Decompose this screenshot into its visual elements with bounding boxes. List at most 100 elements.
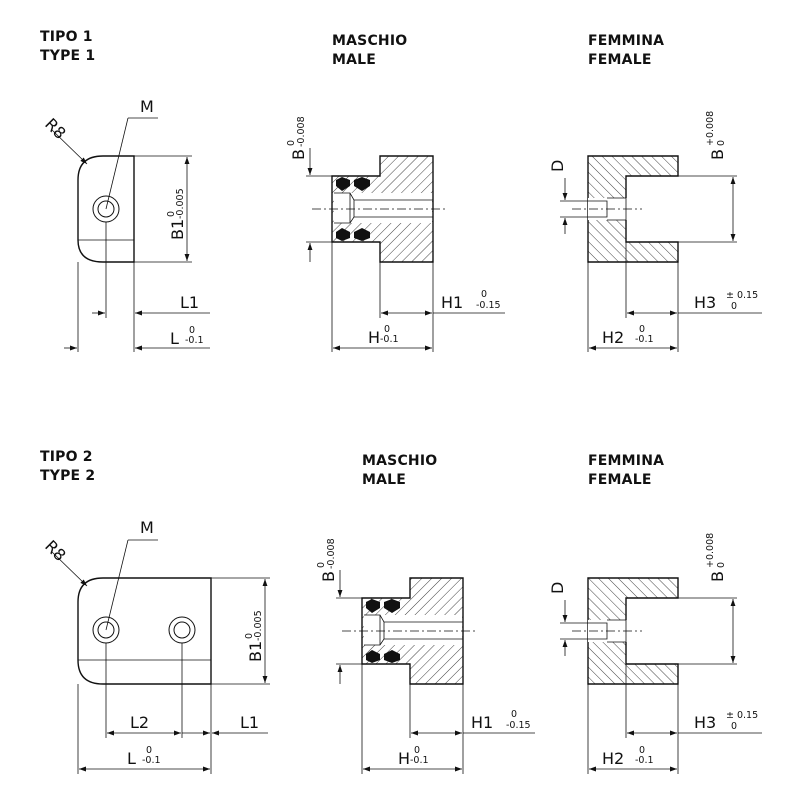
type2-b1-tol-lower: -0.005 xyxy=(253,610,264,641)
type2-male-seal-2 xyxy=(384,599,400,613)
type1-b1-tol-lower: -0.005 xyxy=(175,188,186,219)
type2-l1-label: L1 xyxy=(240,713,259,732)
type2-h-label: H xyxy=(398,749,410,768)
type1-m-leader xyxy=(105,117,129,210)
type2-bf-tol-lower: 0 xyxy=(716,562,727,568)
type2-b-tol-upper: 0 xyxy=(316,562,327,568)
type2-l-tol-lower: -0.1 xyxy=(142,755,161,766)
type1-h3-tol-lower: 0 xyxy=(731,301,737,312)
type1-h1-tol-lower: -0.15 xyxy=(476,300,501,311)
type1-h-label: H xyxy=(368,328,380,347)
type2-male-counterbore xyxy=(364,614,385,646)
type1-l-tol-lower: -0.1 xyxy=(185,335,204,346)
type1-tipo-label: TIPO 1 xyxy=(40,29,93,45)
type1-h-tol-lower: -0.1 xyxy=(380,334,399,345)
type1-bf-label: B xyxy=(708,149,727,160)
type2-h1-tol-upper: 0 xyxy=(511,709,517,720)
type2-h2-label: H2 xyxy=(602,749,624,768)
type2-m-label: M xyxy=(140,518,154,537)
type2-hole1-inner xyxy=(97,621,115,639)
type2-male-seal-3 xyxy=(366,650,380,663)
type1-l1-label: L1 xyxy=(180,293,199,312)
type2-l2-label: L2 xyxy=(130,713,149,732)
type2-hole2-inner xyxy=(173,621,191,639)
type2-header: TIPO 2 TYPE 2 xyxy=(40,448,95,486)
type1-male-seal-3 xyxy=(336,228,350,241)
type2-b1-tol-upper: 0 xyxy=(244,633,255,639)
type1-h-tol-upper: 0 xyxy=(384,324,390,335)
type1-male-bore xyxy=(334,193,432,223)
type2-male-seal-4 xyxy=(384,650,400,663)
type1-female-header: FEMMINA FEMALE xyxy=(588,32,664,70)
type2-h3-tol-upper: ± 0.15 xyxy=(726,710,758,721)
type1-d-label: D xyxy=(548,160,567,172)
type2-hole2-outer xyxy=(168,616,196,644)
type1-male-seal-2 xyxy=(354,177,370,191)
type2-h-tol-lower: -0.1 xyxy=(410,755,429,766)
type2-female-label: FEMALE xyxy=(588,472,652,488)
type1-male-seal-4 xyxy=(354,228,370,241)
type2-d-label: D xyxy=(548,582,567,594)
type2-male-bore xyxy=(364,615,462,645)
type2-femmina-label: FEMMINA xyxy=(588,453,665,469)
type1-female-label: FEMALE xyxy=(588,52,652,68)
type1-maschio-label: MASCHIO xyxy=(332,33,408,49)
type2-h2-tol-lower: -0.1 xyxy=(635,755,654,766)
type2-b-label: B xyxy=(319,571,338,582)
type1-h1-label: H1 xyxy=(441,293,463,312)
type2-l-tol-upper: 0 xyxy=(146,745,152,756)
type1-hole-inner xyxy=(97,200,115,218)
type1-l-tol-upper: 0 xyxy=(189,325,195,336)
type2-male-label: MALE xyxy=(362,472,407,488)
type2-bf-tol-upper: +0.008 xyxy=(705,533,716,568)
type1-b-tol-upper: 0 xyxy=(286,140,297,146)
type1-h1-tol-upper: 0 xyxy=(481,289,487,300)
type2-h1-label: H1 xyxy=(471,713,493,732)
type2-bf-label: B xyxy=(708,571,727,582)
type1-h3-label: H3 xyxy=(694,293,716,312)
type2-h-tol-upper: 0 xyxy=(414,745,420,756)
type2-b-tol-lower: -0.008 xyxy=(326,538,337,569)
type1-b-label: B xyxy=(289,149,308,160)
type2-l-label: L xyxy=(127,749,136,768)
type1-b-tol-lower: -0.008 xyxy=(296,116,307,147)
type2-female-section: D B +0.008 0 H3 ± 0.15 0 H2 0 -0.1 xyxy=(548,533,762,774)
type1-h2-tol-upper: 0 xyxy=(639,324,645,335)
type1-female-section: D B +0.008 0 H3 ± 0.15 0 H2 0 -0.1 xyxy=(548,111,762,352)
type1-header: TIPO 1 TYPE 1 xyxy=(40,28,95,66)
type2-h3-label: H3 xyxy=(694,713,716,732)
type2-male-section: B 0 -0.008 H1 0 -0.15 H 0 -0.1 xyxy=(316,538,535,774)
type1-top-view: M R8 B1 0 -0.005 L1 L 0 -0.1 xyxy=(41,97,210,352)
type1-l-label: L xyxy=(170,329,179,348)
type2-h1-tol-lower: -0.15 xyxy=(506,720,531,731)
type2-radius-label: R8 xyxy=(41,536,69,564)
type1-male-header: MASCHIO MALE xyxy=(332,32,407,70)
type2-h2-tol-upper: 0 xyxy=(639,745,645,756)
type2-type-label: TYPE 2 xyxy=(40,468,96,484)
type1-male-seal-1 xyxy=(336,177,350,191)
type2-radius-leader xyxy=(51,551,88,587)
type2-female-header: FEMMINA FEMALE xyxy=(588,452,664,490)
type1-h3-tol-upper: ± 0.15 xyxy=(726,290,758,301)
type2-top-view: M R8 B1 0 -0.005 L2 L1 L 0 -0.1 xyxy=(41,518,270,774)
type1-type-label: TYPE 1 xyxy=(40,48,96,64)
type2-m-leader xyxy=(105,539,129,631)
type2-tipo-label: TIPO 2 xyxy=(40,449,93,465)
type1-male-label: MALE xyxy=(332,52,377,68)
type2-b1-label: B1 xyxy=(246,641,265,662)
type2-h3-tol-lower: 0 xyxy=(731,721,737,732)
type1-bf-tol-upper: +0.008 xyxy=(705,111,716,146)
type2-male-header: MASCHIO MALE xyxy=(362,452,437,490)
type1-b1-label: B1 xyxy=(168,219,187,240)
type1-bf-tol-lower: 0 xyxy=(716,140,727,146)
type1-femmina-label: FEMMINA xyxy=(588,33,665,49)
type2-male-seal-1 xyxy=(366,599,380,613)
type1-b1-tol-upper: 0 xyxy=(166,211,177,217)
type1-radius-label: R8 xyxy=(41,114,69,142)
type1-male-counterbore xyxy=(334,192,355,224)
type1-radius-leader xyxy=(51,129,88,165)
type1-male-section: B 0 -0.008 H1 0 -0.15 H 0 -0.1 xyxy=(286,116,505,352)
type1-m-label: M xyxy=(140,97,154,116)
type2-maschio-label: MASCHIO xyxy=(362,453,438,469)
